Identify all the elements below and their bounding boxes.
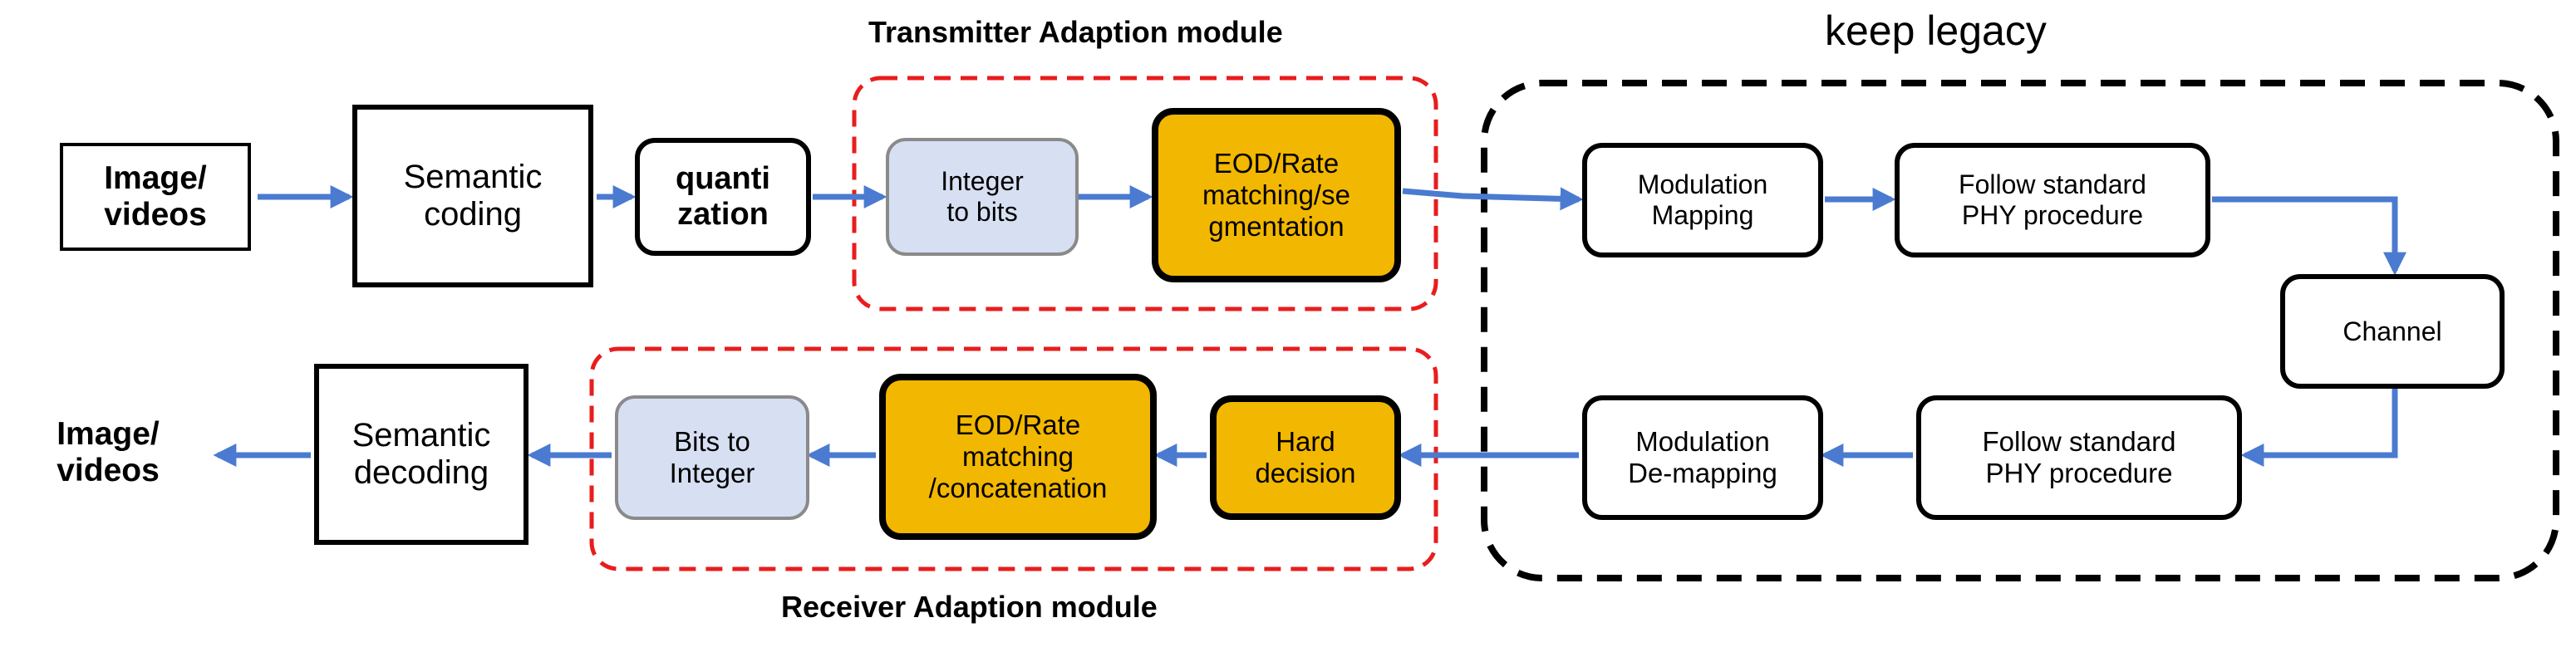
quantization-box: quanti zation: [635, 138, 811, 256]
arrow-phy-to-channel: [2212, 196, 2406, 276]
keep-legacy-group: [1481, 80, 2559, 581]
phy-procedure-rx-box: Follow standard PHY procedure: [1916, 395, 2242, 520]
semantic-decoding-box: Semantic decoding: [314, 364, 528, 545]
receiver-adaption-title: Receiver Adaption module: [781, 590, 1158, 624]
output-image-videos-label: Image/ videos: [57, 416, 160, 488]
arrow-channel-to-phy-rx: [2240, 389, 2398, 467]
arrow-eod-to-mod-mapping: [1402, 187, 1584, 211]
transmitter-adaption-group: [852, 76, 1438, 311]
channel-box: Channel: [2280, 274, 2505, 389]
input-image-videos-box: Image/ videos: [60, 143, 251, 251]
phy-procedure-tx-box: Follow standard PHY procedure: [1895, 143, 2210, 257]
receiver-adaption-group: [589, 346, 1438, 571]
integer-to-bits-box: Integer to bits: [886, 138, 1079, 256]
semantic-coding-box: Semantic coding: [352, 105, 593, 287]
modulation-mapping-box: Modulation Mapping: [1582, 143, 1823, 257]
modulation-demapping-box: Modulation De-mapping: [1582, 395, 1823, 520]
hard-decision-box: Hard decision: [1210, 395, 1401, 520]
eod-rate-matching-concatenation-box: EOD/Rate matching /concatenation: [879, 374, 1157, 540]
keep-legacy-title: keep legacy: [1825, 7, 2047, 54]
transmitter-adaption-title: Transmitter Adaption module: [868, 15, 1283, 49]
eod-rate-matching-segmentation-box: EOD/Rate matching/se gmentation: [1152, 108, 1401, 282]
bits-to-integer-box: Bits to Integer: [615, 395, 809, 520]
